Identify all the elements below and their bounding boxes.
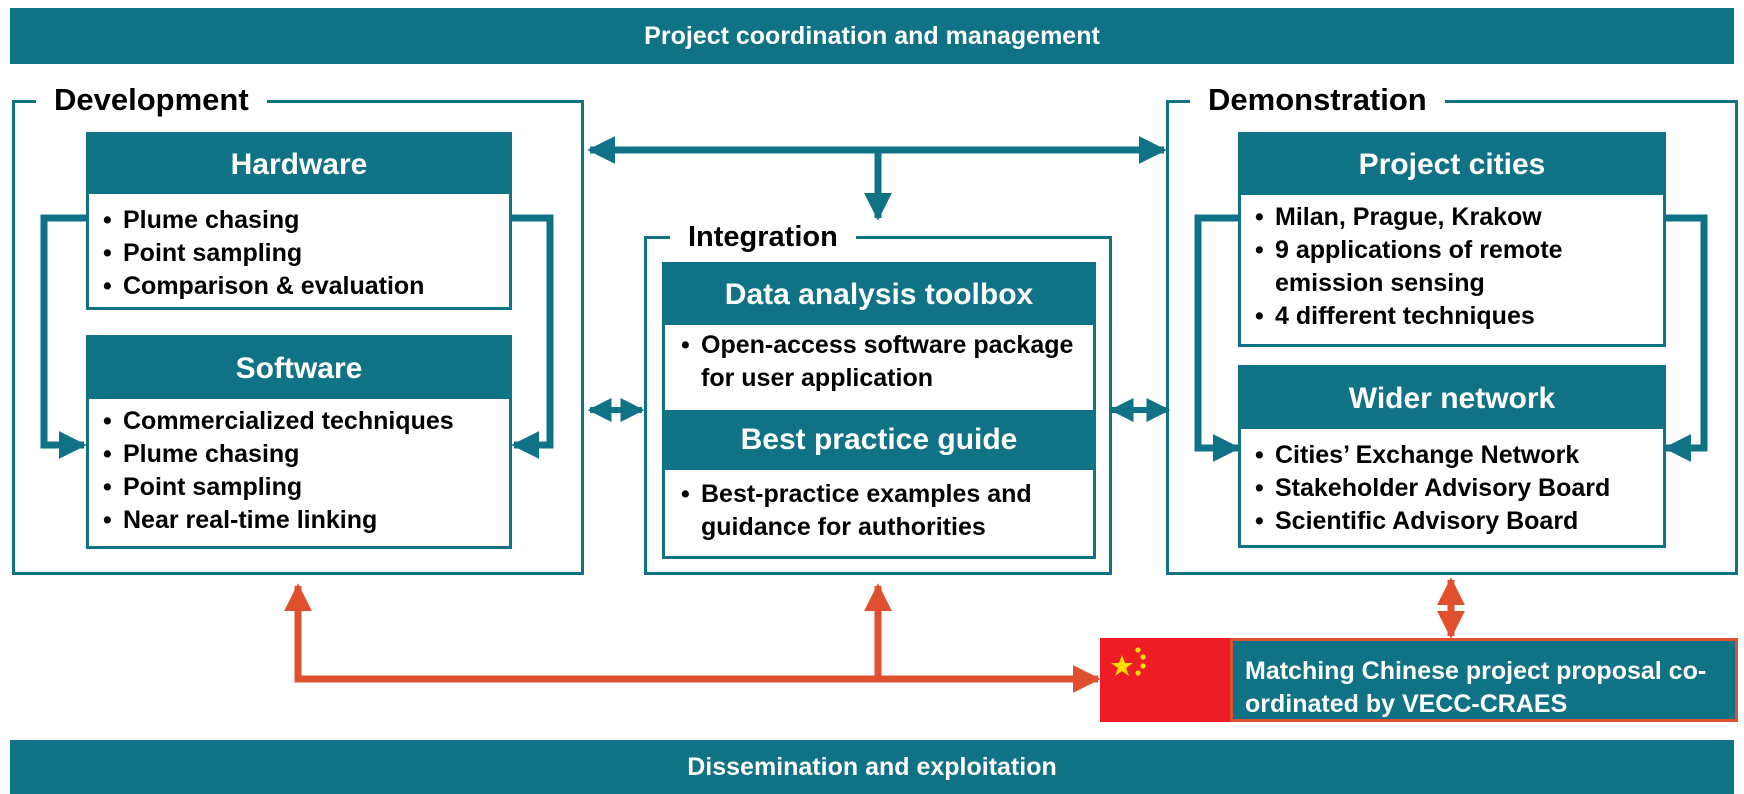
toolbox-card: Data analysis toolbox Open-access softwa… bbox=[662, 262, 1096, 559]
dev-right-loop-arrow bbox=[511, 214, 554, 459]
toolbox-list: Open-access software package for user ap… bbox=[665, 325, 1093, 410]
software-item: Near real-time linking bbox=[103, 504, 509, 537]
development-frame bbox=[12, 100, 584, 575]
network-card: Wider network Cities’ Exchange Network S… bbox=[1238, 365, 1666, 548]
bottom-banner-label: Dissemination and exploitation bbox=[687, 752, 1057, 781]
cities-item: 9 applications of remote emission sensin… bbox=[1255, 234, 1653, 300]
cities-card: Project cities Milan, Prague, Krakow 9 a… bbox=[1238, 132, 1666, 347]
network-title: Wider network bbox=[1241, 368, 1663, 429]
software-card: Software Commercialized techniques Plume… bbox=[86, 335, 512, 549]
hardware-item: Comparison & evaluation bbox=[103, 270, 509, 303]
toolbox-title: Data analysis toolbox bbox=[665, 265, 1093, 325]
demo-left-loop-arrow bbox=[1194, 214, 1241, 462]
cities-item: Milan, Prague, Krakow bbox=[1255, 201, 1653, 234]
integration-frame bbox=[644, 236, 1112, 575]
software-list: Commercialized techniques Plume chasing … bbox=[89, 399, 509, 537]
toolbox-item: Open-access software package for user ap… bbox=[681, 329, 1083, 395]
integration-title: Integration bbox=[670, 219, 856, 255]
top-banner: Project coordination and management bbox=[10, 8, 1734, 64]
network-list: Cities’ Exchange Network Stakeholder Adv… bbox=[1241, 429, 1663, 538]
china-project-text: Matching Chinese project proposal co-ord… bbox=[1245, 657, 1707, 718]
hardware-title: Hardware bbox=[89, 135, 509, 194]
cities-list: Milan, Prague, Krakow 9 applications of … bbox=[1241, 195, 1663, 333]
demonstration-frame bbox=[1166, 100, 1738, 575]
guide-item: Best-practice examples and guidance for … bbox=[681, 478, 1083, 544]
cities-item: 4 different techniques bbox=[1255, 300, 1653, 333]
bottom-banner: Dissemination and exploitation bbox=[10, 740, 1734, 794]
hardware-card: Hardware Plume chasing Point sampling Co… bbox=[86, 132, 512, 310]
network-item: Scientific Advisory Board bbox=[1255, 505, 1653, 538]
top-banner-label: Project coordination and management bbox=[644, 21, 1100, 50]
software-item: Plume chasing bbox=[103, 438, 509, 471]
software-title: Software bbox=[89, 338, 509, 399]
guide-list: Best-practice examples and guidance for … bbox=[665, 470, 1093, 544]
demonstration-title: Demonstration bbox=[1190, 82, 1445, 118]
hardware-list: Plume chasing Point sampling Comparison … bbox=[89, 194, 509, 303]
network-item: Cities’ Exchange Network bbox=[1255, 439, 1653, 472]
china-project-box: Matching Chinese project proposal co-ord… bbox=[1230, 638, 1738, 722]
cities-title: Project cities bbox=[1241, 135, 1663, 195]
hardware-item: Point sampling bbox=[103, 237, 509, 270]
china-link-line bbox=[284, 583, 1101, 693]
guide-title: Best practice guide bbox=[665, 410, 1093, 470]
software-item: Point sampling bbox=[103, 471, 509, 504]
demo-right-loop-arrow bbox=[1663, 214, 1708, 462]
software-item: Commercialized techniques bbox=[103, 405, 509, 438]
network-item: Stakeholder Advisory Board bbox=[1255, 472, 1653, 505]
dev-left-loop-arrow bbox=[40, 214, 87, 459]
china-flag-icon bbox=[1100, 638, 1230, 722]
hardware-item: Plume chasing bbox=[103, 204, 509, 237]
development-title: Development bbox=[36, 82, 267, 118]
